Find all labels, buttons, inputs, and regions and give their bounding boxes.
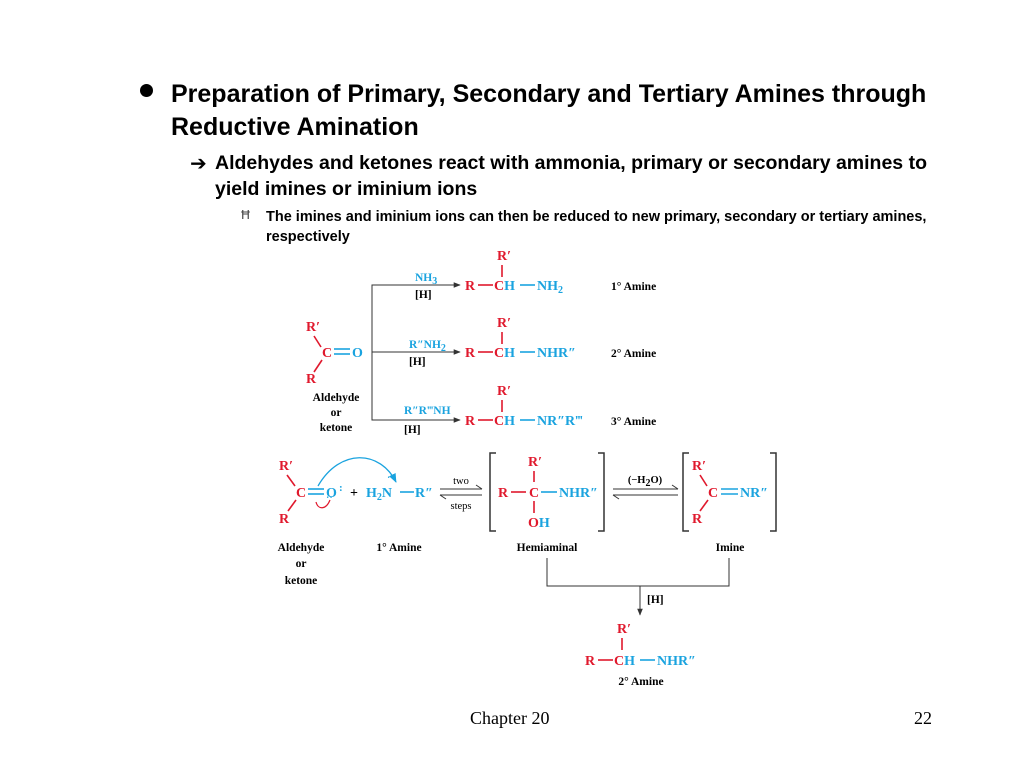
equilibrium-arrow-2 xyxy=(612,484,679,500)
arrow-to-primary xyxy=(371,282,461,352)
arrow-to-tertiary xyxy=(371,352,461,423)
bullet-level3-text: The imines and iminium ions can then be … xyxy=(266,209,927,245)
top-carbonyl: R′ C O R xyxy=(306,320,363,387)
bottom-carbonyl: R′ C O : ˙˙ R xyxy=(279,457,397,527)
svg-text:C: C xyxy=(296,486,306,501)
svg-text:R′: R′ xyxy=(692,459,706,474)
svg-text:R″: R″ xyxy=(415,486,433,501)
imine-label: Imine xyxy=(716,542,745,554)
footer-page-number: 22 xyxy=(914,708,932,728)
svg-text::: : xyxy=(339,482,343,494)
reducer-1: [H] xyxy=(415,289,432,301)
product-secondary-amine: R′ R CH NHR″ xyxy=(465,316,576,361)
svg-text:C: C xyxy=(322,346,332,361)
class-secondary: 2° Amine xyxy=(611,348,656,360)
svg-text:R: R xyxy=(498,486,509,501)
svg-text:R′: R′ xyxy=(497,249,511,264)
final-product-label: 2° Amine xyxy=(618,676,663,688)
reduction-label: [H] xyxy=(647,594,664,606)
bottom-start-label-3: ketone xyxy=(285,575,318,587)
top-start-label-3: ketone xyxy=(320,422,353,434)
footer-chapter: Chapter 20 xyxy=(470,708,550,728)
product-primary-amine: R′ R CH NH2 xyxy=(465,249,563,296)
svg-text:R: R xyxy=(585,654,596,669)
bullet-level2: ➔ Aldehydes and ketones react with ammon… xyxy=(190,150,950,202)
svg-text:O: O xyxy=(326,486,337,501)
svg-text:R′: R′ xyxy=(617,622,631,637)
bullet-level3: Ħ The imines and iminium ions can then b… xyxy=(240,207,930,247)
bottom-start-label-2: or xyxy=(296,558,307,570)
final-secondary-amine: R′ R CH NHR″ xyxy=(585,622,696,669)
reduction-bracket xyxy=(546,558,730,587)
svg-text:R′: R′ xyxy=(279,459,293,474)
slide-title: Preparation of Primary, Secondary and Te… xyxy=(171,80,927,141)
plus-sign: + xyxy=(350,486,358,501)
svg-text:R′: R′ xyxy=(528,455,542,470)
class-primary: 1° Amine xyxy=(611,281,656,293)
svg-text:R′: R′ xyxy=(497,316,511,331)
reducer-3: [H] xyxy=(404,424,421,436)
hemiaminal-label: Hemiaminal xyxy=(517,542,578,554)
svg-text:R′: R′ xyxy=(306,320,320,335)
imine-structure: R′ C NR″ R xyxy=(692,459,768,527)
svg-text:C: C xyxy=(708,486,718,501)
svg-text:CH: CH xyxy=(494,346,515,361)
svg-text:H2N: H2N xyxy=(366,486,392,503)
bottom-amine: H2N ˙˙ R″ xyxy=(366,476,433,503)
hemiaminal-structure: R′ R C NHR″ OH xyxy=(498,455,598,531)
svg-text:R: R xyxy=(692,512,703,527)
reducer-2: [H] xyxy=(409,356,426,368)
svg-text:OH: OH xyxy=(528,516,550,531)
bullet-level1: Preparation of Primary, Secondary and Te… xyxy=(140,78,940,144)
arrow-label-steps: steps xyxy=(451,501,472,512)
svg-text:NHR″: NHR″ xyxy=(657,654,696,669)
reagent-nh3: NH3 xyxy=(415,272,437,287)
svg-text:NHR″: NHR″ xyxy=(537,346,576,361)
arrow-label-two: two xyxy=(453,476,469,487)
svg-text:NR″R‴: NR″R‴ xyxy=(537,414,583,429)
product-tertiary-amine: R′ R CH NR″R‴ xyxy=(465,384,583,429)
svg-text:O: O xyxy=(352,346,363,361)
svg-text:C: C xyxy=(529,486,539,501)
h-bullet-icon: Ħ xyxy=(240,208,251,222)
svg-text:NHR″: NHR″ xyxy=(559,486,598,501)
svg-text:R: R xyxy=(465,414,476,429)
reagent-r2r3nh: R″R‴NH xyxy=(404,405,451,417)
dehydration-label: (−H2O) xyxy=(628,475,663,489)
svg-text:NR″: NR″ xyxy=(740,486,768,501)
svg-text:R: R xyxy=(279,512,290,527)
svg-text:˙˙: ˙˙ xyxy=(387,476,394,487)
bullet-dot-icon xyxy=(140,84,153,97)
svg-text:NH2: NH2 xyxy=(537,279,563,296)
top-start-label-1: Aldehyde xyxy=(313,392,360,404)
reagent-r2nh2: R″NH2 xyxy=(409,339,446,354)
svg-text:R: R xyxy=(465,279,476,294)
svg-text:R: R xyxy=(465,346,476,361)
arrow-right-icon: ➔ xyxy=(190,151,207,175)
svg-text:R′: R′ xyxy=(497,384,511,399)
svg-text:CH: CH xyxy=(494,279,515,294)
amine-label: 1° Amine xyxy=(376,542,421,554)
svg-text:CH: CH xyxy=(494,414,515,429)
bottom-start-label-1: Aldehyde xyxy=(278,542,325,554)
bullet-level2-text: Aldehydes and ketones react with ammonia… xyxy=(215,152,927,200)
svg-text:R: R xyxy=(306,372,317,387)
equilibrium-arrow-1 xyxy=(439,484,483,500)
svg-text:CH: CH xyxy=(614,654,635,669)
top-start-label-2: or xyxy=(331,407,342,419)
class-tertiary: 3° Amine xyxy=(611,416,656,428)
